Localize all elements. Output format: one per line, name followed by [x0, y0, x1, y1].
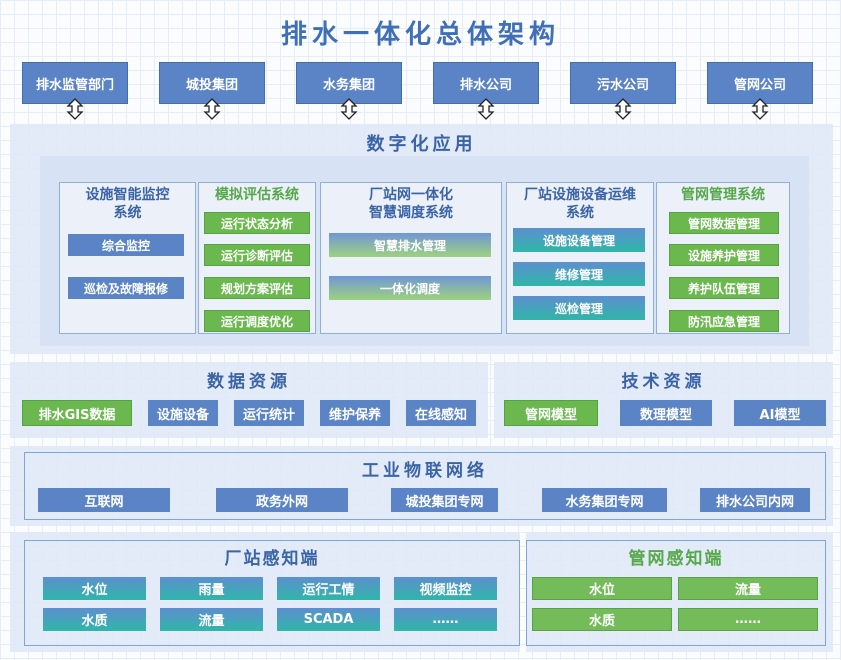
sensor-item[interactable]: 流量	[160, 608, 263, 631]
double-arrow-icon	[477, 98, 495, 120]
unit-sewage-company[interactable]: 污水公司	[570, 62, 676, 104]
sensor-item[interactable]: 流量	[678, 577, 818, 600]
system-item[interactable]: 养护队伍管理	[669, 277, 779, 299]
tech-resources-title: 技术资源	[621, 372, 706, 392]
system-item[interactable]: 巡检管理	[513, 296, 645, 320]
system-item[interactable]: 维修管理	[513, 262, 645, 286]
data-resource-item[interactable]: 维护保养	[320, 400, 390, 426]
system-item[interactable]: 综合监控	[68, 234, 184, 256]
system-item[interactable]: 管网数据管理	[669, 212, 779, 234]
tech-resource-item[interactable]: AI模型	[734, 400, 826, 426]
network-item[interactable]: 政务外网	[216, 488, 348, 512]
system-facility-monitoring	[59, 182, 196, 334]
iot-panel	[10, 446, 833, 526]
double-arrow-icon	[614, 98, 632, 120]
system-item[interactable]: 智慧排水管理	[329, 233, 491, 257]
iot-title: 工业物联网络	[362, 461, 488, 481]
system-title: 厂站设施设备运维 系统	[524, 187, 636, 221]
network-item[interactable]: 城投集团专网	[391, 488, 498, 512]
unit-water-group[interactable]: 水务集团	[296, 62, 402, 104]
system-title: 厂站网一体化 智慧调度系统	[369, 187, 453, 221]
unit-pipe-company[interactable]: 管网公司	[707, 62, 813, 104]
system-item[interactable]: 防汛应急管理	[669, 310, 779, 332]
system-title: 管网管理系统	[681, 187, 765, 203]
system-smart-dispatch	[320, 182, 502, 334]
system-title: 设施智能监控 系统	[85, 187, 170, 221]
network-item[interactable]: 排水公司内网	[700, 488, 810, 512]
system-item[interactable]: 一体化调度	[329, 276, 491, 300]
system-item[interactable]: 设施设备管理	[513, 228, 645, 252]
system-item[interactable]: 巡检及故障报修	[68, 277, 184, 299]
data-resources-title: 数据资源	[207, 372, 291, 392]
tech-resource-item[interactable]: 管网模型	[504, 400, 598, 426]
data-resource-item[interactable]: 在线感知	[406, 400, 476, 426]
tech-resource-item[interactable]: 数理模型	[620, 400, 712, 426]
pipe-sensing-frame	[526, 540, 826, 646]
data-resource-item[interactable]: 设施设备	[148, 400, 218, 426]
page-title: 排水一体化总体架构	[280, 20, 560, 50]
iot-frame	[24, 452, 826, 520]
plant-sensing-frame	[24, 540, 520, 646]
double-arrow-icon	[751, 98, 769, 120]
sensor-item[interactable]: 水位	[43, 577, 146, 600]
sensor-item[interactable]: SCADA	[277, 608, 380, 631]
system-item[interactable]: 运行诊断评估	[204, 244, 310, 266]
data-resource-item[interactable]: 排水GIS数据	[22, 400, 132, 426]
double-arrow-icon	[340, 98, 358, 120]
system-item[interactable]: 设施养护管理	[669, 244, 779, 266]
system-title: 模拟评估系统	[215, 187, 299, 203]
system-item[interactable]: 运行调度优化	[204, 310, 310, 332]
system-item[interactable]: 运行状态分析	[204, 212, 310, 234]
sensor-item[interactable]: 雨量	[160, 577, 263, 600]
sensor-item[interactable]: ……	[394, 608, 497, 631]
sensor-item[interactable]: 视频监控	[394, 577, 497, 600]
network-item[interactable]: 互联网	[38, 488, 170, 512]
double-arrow-icon	[66, 98, 84, 120]
sensor-item[interactable]: 水质	[43, 608, 146, 631]
double-arrow-icon	[203, 98, 221, 120]
unit-drainage-regulator[interactable]: 排水监管部门	[22, 62, 128, 104]
plant-sensing-title: 厂站感知端	[224, 549, 320, 569]
pipe-sensing-title: 管网感知端	[628, 549, 724, 569]
data-resource-item[interactable]: 运行统计	[234, 400, 304, 426]
network-item[interactable]: 水务集团专网	[542, 488, 667, 512]
system-item[interactable]: 规划方案评估	[204, 277, 310, 299]
sensor-item[interactable]: 水质	[532, 608, 672, 631]
sensor-item[interactable]: ……	[678, 608, 818, 631]
sensor-item[interactable]: 水位	[532, 577, 672, 600]
digital-application-title: 数字化应用	[366, 134, 477, 155]
sensor-item[interactable]: 运行工情	[277, 577, 380, 600]
